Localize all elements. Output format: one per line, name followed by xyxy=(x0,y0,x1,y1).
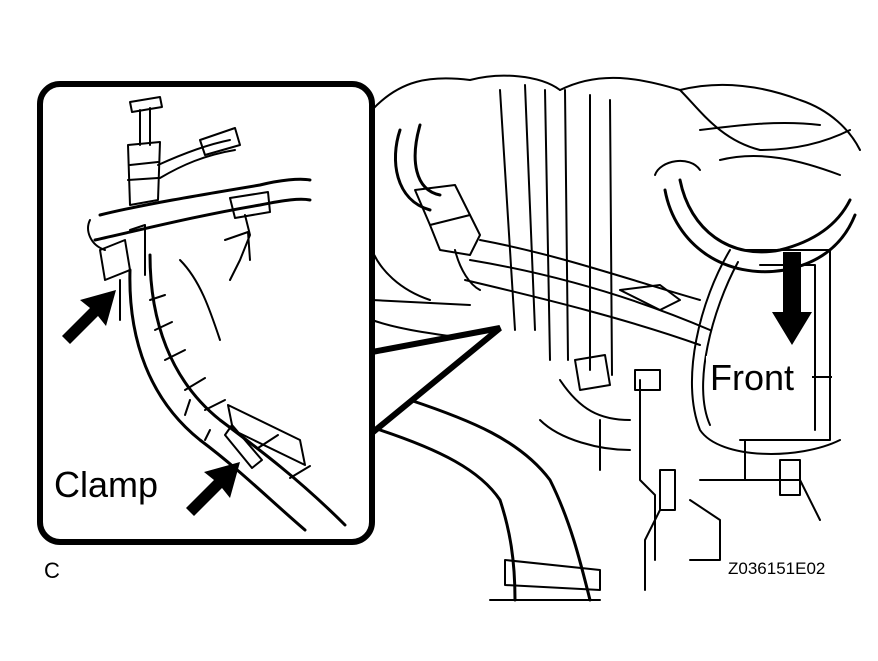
view-letter: C xyxy=(44,558,60,583)
front-direction-indicator: Front xyxy=(706,252,832,398)
inset-frame xyxy=(37,81,375,545)
detail-inset: Clamp xyxy=(37,81,375,545)
inset-drawing xyxy=(87,96,347,532)
clamp-label: Clamp xyxy=(54,464,158,505)
down-arrow-icon xyxy=(772,252,812,345)
pointer-arrow-icon xyxy=(186,462,240,516)
engine-bay-background xyxy=(371,74,861,602)
inset-callout-wedge xyxy=(369,325,502,440)
pointer-arrow-icon xyxy=(62,290,116,344)
figure-code: Z036151E02 xyxy=(728,559,825,578)
front-label: Front xyxy=(710,357,794,398)
